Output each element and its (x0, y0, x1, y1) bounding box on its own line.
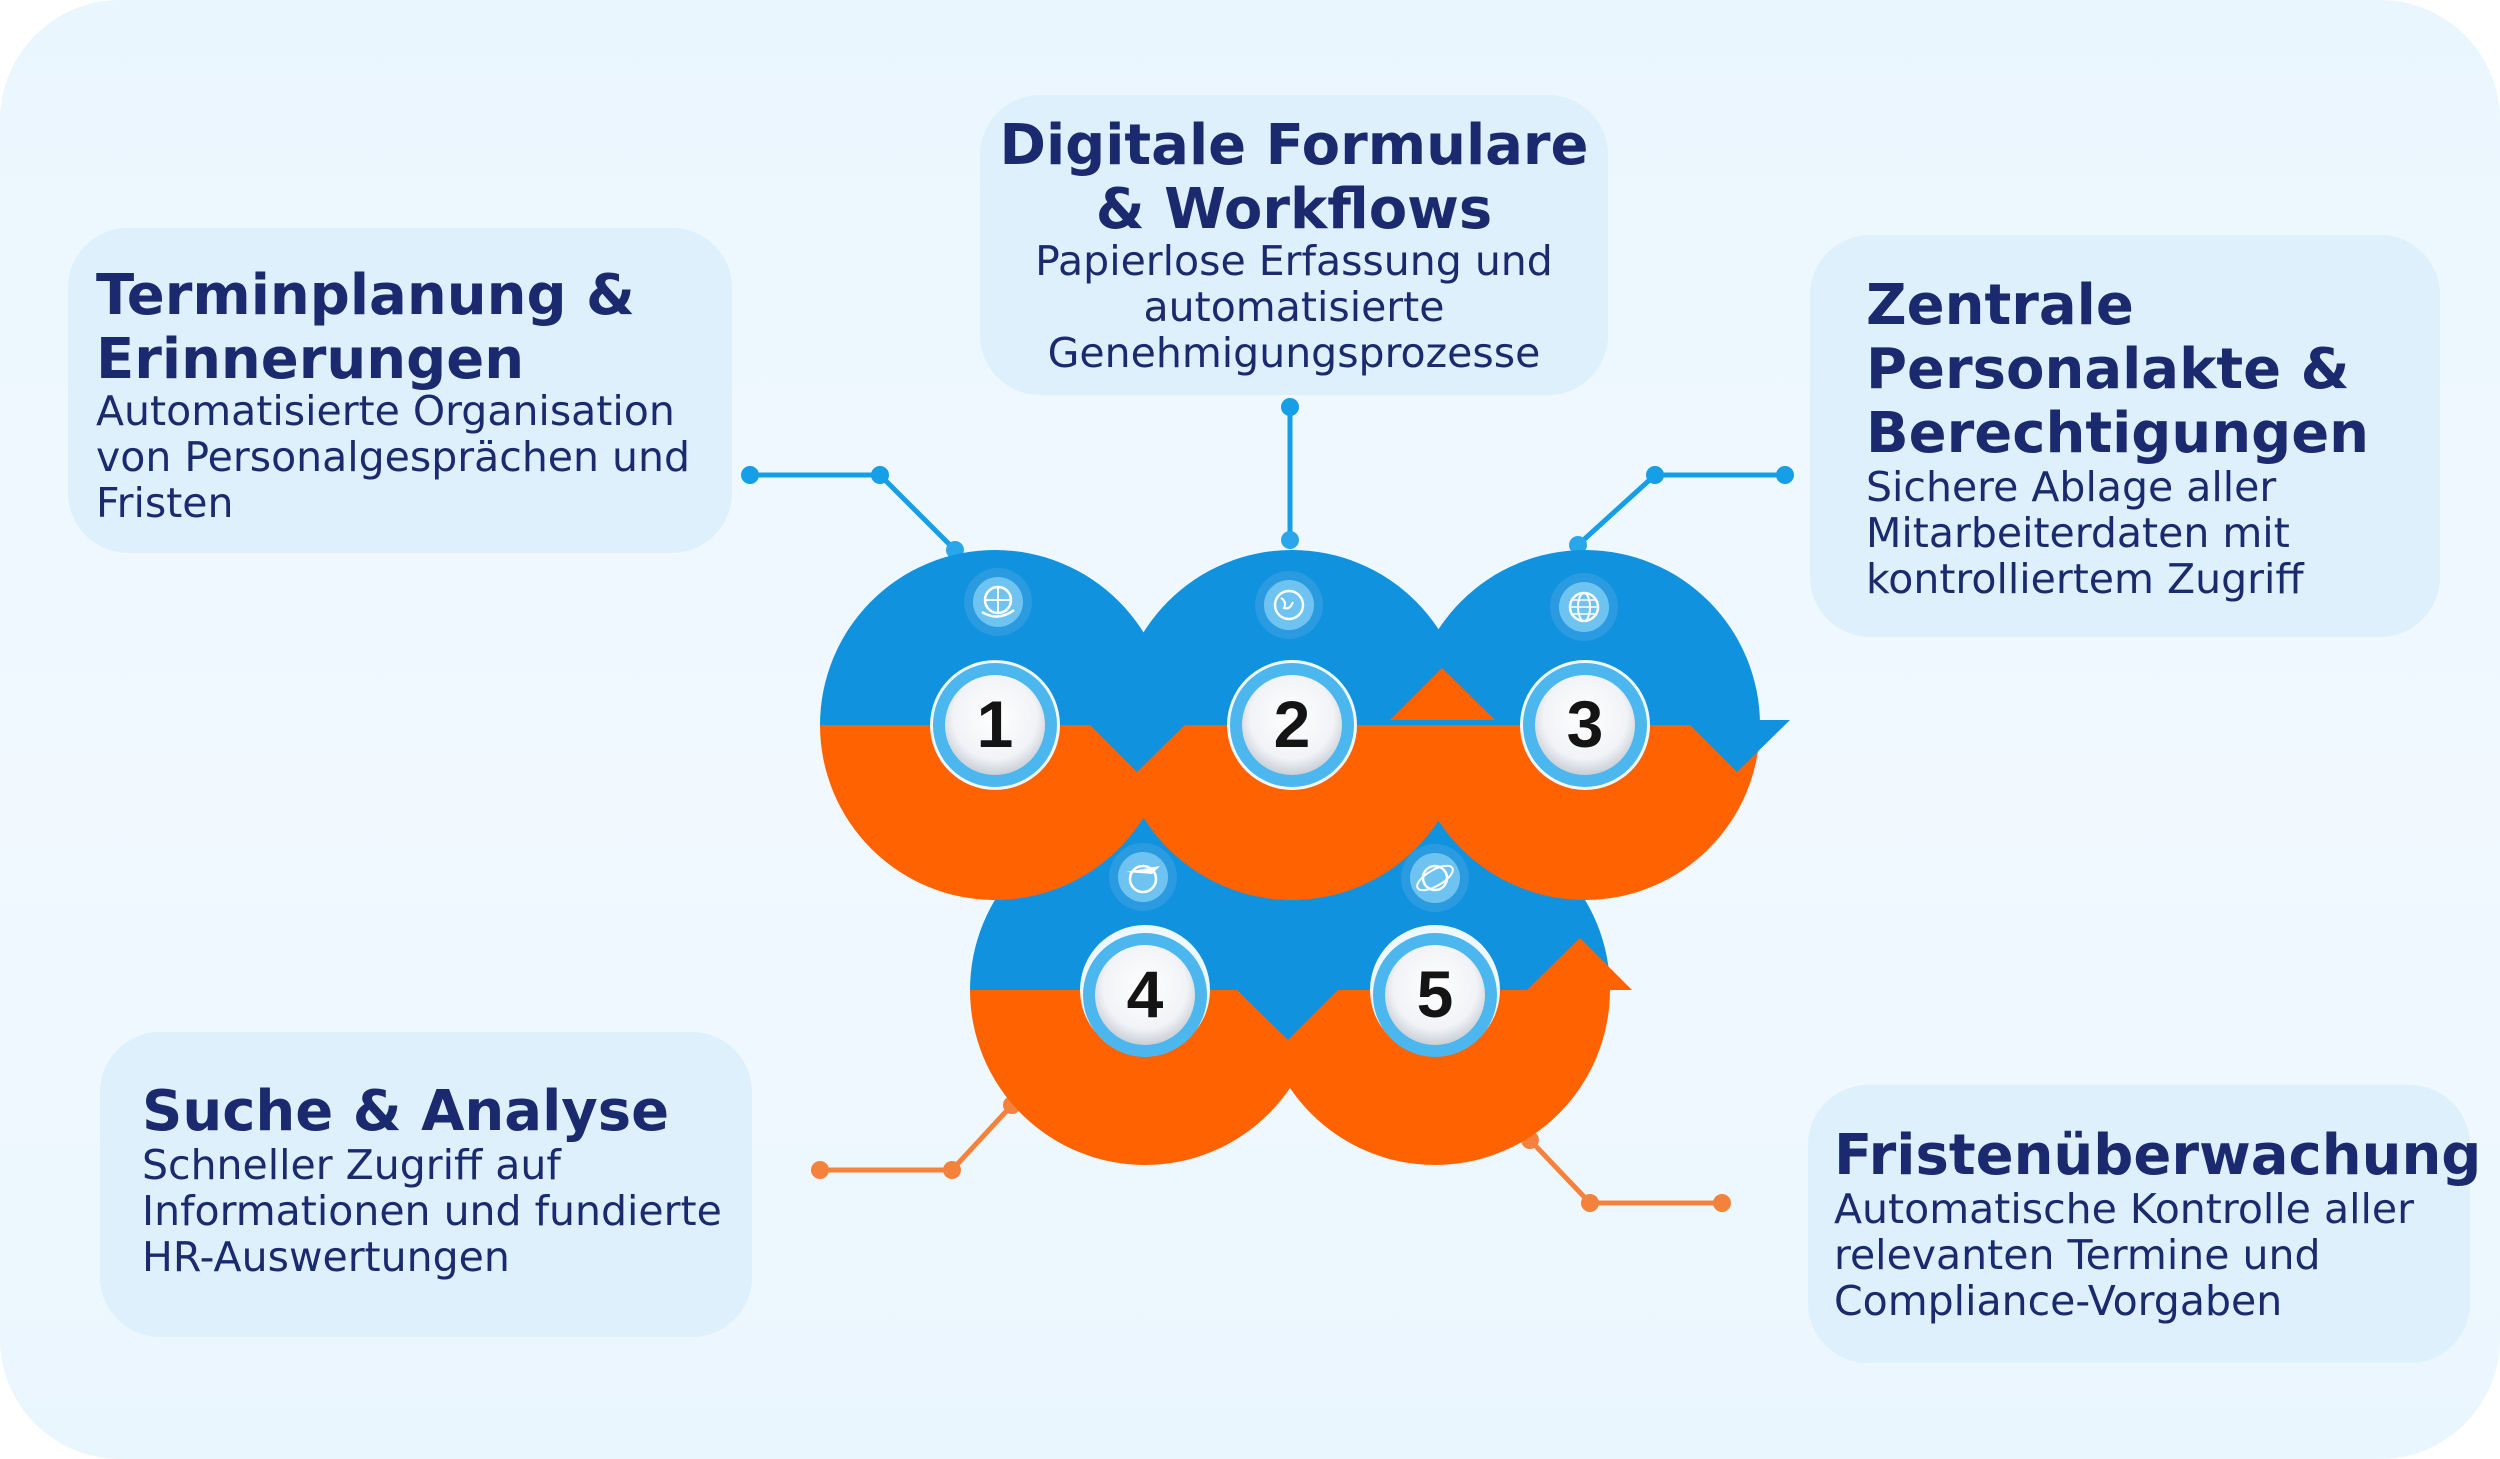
ring-1-upper (820, 550, 1170, 725)
step-4-number: 4 (1127, 957, 1164, 1031)
card-terminplanung-title-1: Terminplanung & (96, 263, 635, 328)
step-2-number: 2 (1274, 687, 1311, 761)
connector-formulare (1281, 398, 1299, 549)
connector-personalakte (1569, 466, 1794, 554)
card-personalakte (1810, 235, 2440, 637)
card-suche-desc-1: Schneller Zugriff auf (142, 1141, 561, 1189)
card-formulare-title-2: & Workflows (1095, 177, 1493, 242)
card-suche (100, 1032, 752, 1337)
ring-2-lower (1117, 725, 1467, 900)
card-formulare-title-1: Digitale Formulare (999, 113, 1589, 178)
globe-grid-icon (1550, 573, 1618, 641)
connector-terminplanung (741, 466, 964, 559)
arrow-up-5 (1527, 938, 1632, 990)
step-4: 4 (1083, 933, 1207, 1057)
ring-5-lower (1260, 990, 1610, 1165)
step-5: 5 (1373, 933, 1497, 1057)
card-personalakte-desc-1: Sichere Ablage aller (1866, 463, 2277, 511)
step-1: 1 (933, 663, 1057, 787)
card-formulare-desc-1: Papierlose Erfassung und (1035, 237, 1553, 285)
card-suche-title-1: Suche & Analyse (142, 1079, 670, 1144)
arrow-down-3 (1685, 720, 1790, 772)
card-formulare-desc-2: automatisierte (1143, 283, 1445, 331)
card-fristen-title-1: Fristenüberwachung (1834, 1123, 2482, 1188)
card-personalakte-title-2: Personalakte & (1866, 337, 2350, 402)
card-personalakte-desc-2: Mitarbeiterdaten mit (1866, 509, 2290, 557)
card-terminplanung (68, 228, 732, 553)
card-personalakte-desc-3: kontrolliertem Zugriff (1866, 555, 2304, 603)
card-suche-desc-2: Informationen und fundierte (142, 1187, 722, 1235)
card-formulare-desc-3: Genehmigungsprozesse (1047, 329, 1541, 377)
card-fristen-desc-1: Automatische Kontrolle aller (1834, 1185, 2414, 1233)
globe-icon (1255, 571, 1323, 639)
ring-4-lower (970, 990, 1320, 1165)
arrow-down-1 (1085, 720, 1190, 772)
arrow-down-4 (1235, 988, 1340, 1040)
card-personalakte-title-3: Berechtigungen (1866, 401, 2370, 466)
connector-suche (811, 1096, 1021, 1179)
card-personalakte-title-1: Zentrale (1866, 273, 2134, 338)
globe-orbit-icon (1401, 844, 1469, 912)
step-3-number: 3 (1567, 687, 1604, 761)
card-terminplanung-desc-1: Automatisierte Organisation (96, 387, 675, 435)
step-1-number: 1 (977, 687, 1014, 761)
card-formulare (980, 95, 1608, 395)
card-fristen-desc-3: Compliance-Vorgaben (1834, 1277, 2283, 1325)
card-terminplanung-title-2: Erinnerungen (96, 327, 525, 392)
step-2: 2 (1230, 663, 1354, 787)
card-suche-desc-3: HR-Auswertungen (142, 1233, 510, 1281)
globe-hand-icon (964, 568, 1032, 636)
step-5-number: 5 (1417, 957, 1454, 1031)
arrow-up-2 (1390, 668, 1495, 720)
ring-3-lower (1410, 725, 1760, 900)
globe-airplane-icon (1109, 843, 1177, 911)
card-fristen-desc-2: relevanten Termine und (1834, 1231, 2321, 1279)
card-fristen (1808, 1085, 2470, 1363)
ring-1-lower (820, 725, 1170, 900)
connector-fristen (1521, 1131, 1731, 1212)
step-3: 3 (1523, 663, 1647, 787)
card-terminplanung-desc-3: Fristen (96, 479, 234, 527)
card-terminplanung-desc-2: von Personalgesprächen und (96, 433, 691, 481)
